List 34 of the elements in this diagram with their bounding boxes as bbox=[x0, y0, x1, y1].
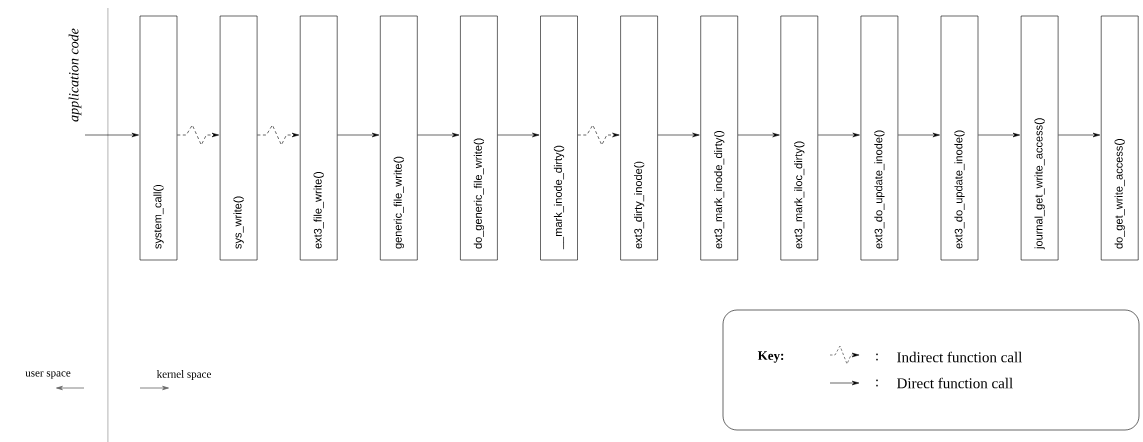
space-label: user space bbox=[25, 371, 71, 379]
call-arrow bbox=[897, 132, 940, 138]
colon: : bbox=[876, 379, 878, 387]
call-arrow bbox=[817, 132, 860, 138]
function-box: ext3_file_write() bbox=[299, 15, 338, 261]
legend-text: Indirect function call bbox=[897, 351, 1023, 363]
indirect-call-arrow bbox=[577, 124, 620, 146]
function-box: sys_write() bbox=[219, 15, 258, 261]
function-box: ext3_mark_inode_dirty() bbox=[700, 15, 738, 261]
call-arrow bbox=[417, 132, 460, 138]
call-arrow bbox=[337, 132, 380, 138]
function-box: do_generic_file_write() bbox=[460, 15, 498, 261]
function-box: generic_file_write() bbox=[380, 15, 418, 261]
space-label: kernel space bbox=[156, 370, 211, 380]
side-label: application code bbox=[68, 28, 82, 122]
function-box: do_get_write_access() bbox=[1100, 15, 1139, 261]
function-box: ext3_do_update_inode() bbox=[940, 15, 979, 261]
call-arrow bbox=[1058, 132, 1101, 138]
function-box: journal_get_write_access() bbox=[1020, 15, 1059, 261]
call-arrow bbox=[497, 132, 540, 138]
function-box: __mark_inode_dirty() bbox=[540, 15, 578, 261]
colon: : bbox=[876, 353, 878, 361]
legend-text: Direct function call bbox=[897, 377, 1013, 389]
function-box: ext3_dirty_inode() bbox=[620, 15, 658, 261]
call-arrow bbox=[84, 132, 139, 138]
indirect-call-arrow bbox=[177, 124, 219, 146]
call-arrow bbox=[657, 132, 700, 138]
function-box: ext3_mark_iloc_dirty() bbox=[780, 15, 819, 261]
function-box: ext3_do_update_inode() bbox=[860, 15, 899, 261]
key-heading: Key: bbox=[757, 351, 784, 363]
indirect-call-arrow bbox=[257, 124, 300, 146]
call-arrow bbox=[978, 132, 1020, 138]
function-box: system_call() bbox=[139, 15, 178, 261]
call-arrow bbox=[737, 132, 780, 138]
